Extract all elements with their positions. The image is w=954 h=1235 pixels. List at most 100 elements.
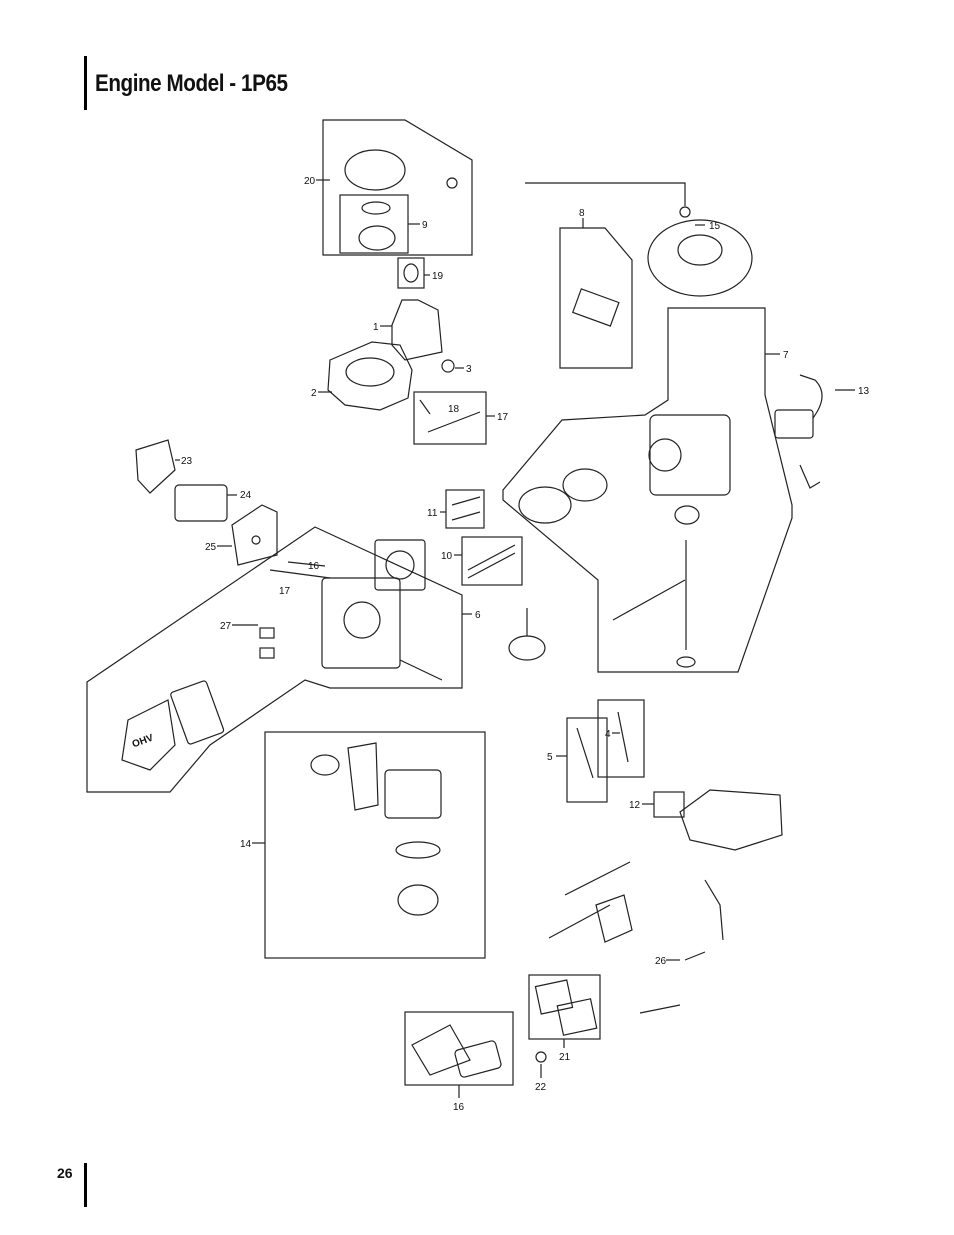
callout-9: 9: [422, 220, 428, 231]
page-number: 26: [57, 1165, 73, 1181]
valve-cover: [121, 699, 176, 771]
cylinder-head: [321, 577, 401, 669]
main-bearing: [674, 505, 700, 525]
pushrod-2: [467, 552, 516, 579]
cylinder-bore: [648, 438, 682, 472]
piston: [562, 468, 608, 502]
callout-20: 19: [432, 271, 444, 282]
callout-21: 20: [304, 176, 316, 187]
valve-cover-marking: OHV: [131, 733, 155, 751]
air-cleaner-base: [411, 1024, 471, 1076]
pushrods-box: [461, 536, 523, 586]
callout-13: 13: [858, 386, 870, 397]
head-gasket: [374, 539, 426, 591]
governor-spring: [684, 951, 706, 961]
piston-rings: [518, 486, 572, 524]
callout-8: 8: [579, 208, 585, 219]
callout-17b: 17: [279, 586, 291, 597]
crankcase-group: [502, 307, 793, 673]
title-rule: [84, 56, 87, 110]
ratchet-part: [446, 177, 458, 189]
fuel-cap: [441, 359, 455, 373]
callout-23: 22: [535, 1082, 547, 1093]
valve-1: [451, 496, 481, 506]
callout-17a: 16: [308, 561, 320, 572]
cam-gear: [508, 635, 546, 661]
pre-filter: [534, 979, 574, 1015]
valves-box: [445, 489, 485, 529]
fuel-tank: [391, 299, 443, 361]
carb-heat-plate: [347, 742, 379, 811]
combustion-chamber: [343, 601, 381, 639]
ignition-coil: [774, 409, 814, 439]
muffler: [174, 484, 228, 522]
blower-housing: [327, 341, 413, 411]
callout-3: 3: [466, 364, 472, 375]
throttle-linkage: [564, 861, 631, 896]
governor-bracket: [571, 288, 620, 327]
oil-fill-box: [597, 699, 645, 778]
engine-block: [649, 414, 731, 496]
carburetor: [384, 769, 442, 819]
valve-spring-2: [259, 647, 275, 659]
valve-spring: [259, 627, 275, 639]
float-bowl-gasket: [395, 841, 441, 859]
flywheel-leader: [525, 182, 686, 206]
callout-1: 1: [373, 322, 379, 333]
part-19: [419, 399, 431, 415]
intake-spacer: [310, 754, 340, 776]
link-rod: [639, 1004, 681, 1014]
starter-pulley-box: [339, 194, 409, 254]
callout-25: 24: [240, 490, 252, 501]
callout-28: 27: [220, 621, 232, 632]
callout-14: 14: [240, 839, 252, 850]
callout-15: 15: [709, 221, 721, 232]
starter-spring: [361, 201, 391, 215]
float-bowl: [397, 884, 439, 916]
callout-22: 21: [559, 1052, 571, 1063]
part-12-box: [653, 791, 685, 818]
callout-26: 25: [205, 542, 217, 553]
control-bracket: [595, 894, 633, 943]
carburetor-group: [264, 731, 486, 959]
pushrod-17a: [269, 569, 331, 579]
part-18-box: [413, 391, 487, 445]
callout-12: 12: [629, 800, 641, 811]
muffler-guard: [231, 504, 278, 566]
callout-6: 6: [475, 610, 481, 621]
callout-19: 18: [448, 404, 460, 415]
valve-2: [451, 511, 481, 521]
callout-24: 23: [181, 456, 193, 467]
muffler-heat-shield: [135, 439, 176, 494]
governor-arm: [704, 879, 724, 941]
crankcase-cover: [679, 789, 783, 851]
dipstick-box: [566, 717, 608, 803]
pushrod-17b: [287, 561, 326, 567]
spark-plug-wire: [799, 374, 823, 419]
part-20-box: [397, 257, 425, 289]
callout-11: 11: [427, 508, 438, 519]
oil-fill-tube: [617, 711, 629, 763]
crank-seal: [676, 656, 696, 668]
callout-7: 7: [783, 350, 789, 361]
housing-opening: [345, 357, 395, 387]
cylinder-head-group: [86, 526, 463, 793]
choke-linkage: [548, 904, 611, 939]
callout-27: 26: [655, 956, 667, 967]
head-bolt: [399, 659, 443, 681]
callout-10: 10: [441, 551, 453, 562]
pushrod-part: [427, 411, 481, 433]
filter-element: [556, 998, 598, 1036]
starter-pulley: [358, 225, 396, 251]
flywheel-nut: [679, 206, 691, 218]
callout-5: 5: [547, 752, 553, 763]
guard-hole: [251, 535, 261, 545]
pushrod-1: [467, 544, 516, 571]
starter-cup: [403, 263, 419, 283]
gasket-bore: [385, 550, 415, 580]
callout-4: 4: [605, 729, 611, 740]
page-title: Engine Model - 1P65: [95, 70, 288, 97]
callout-16: 16: [453, 1102, 465, 1113]
recoil-starter-group: [322, 119, 473, 256]
